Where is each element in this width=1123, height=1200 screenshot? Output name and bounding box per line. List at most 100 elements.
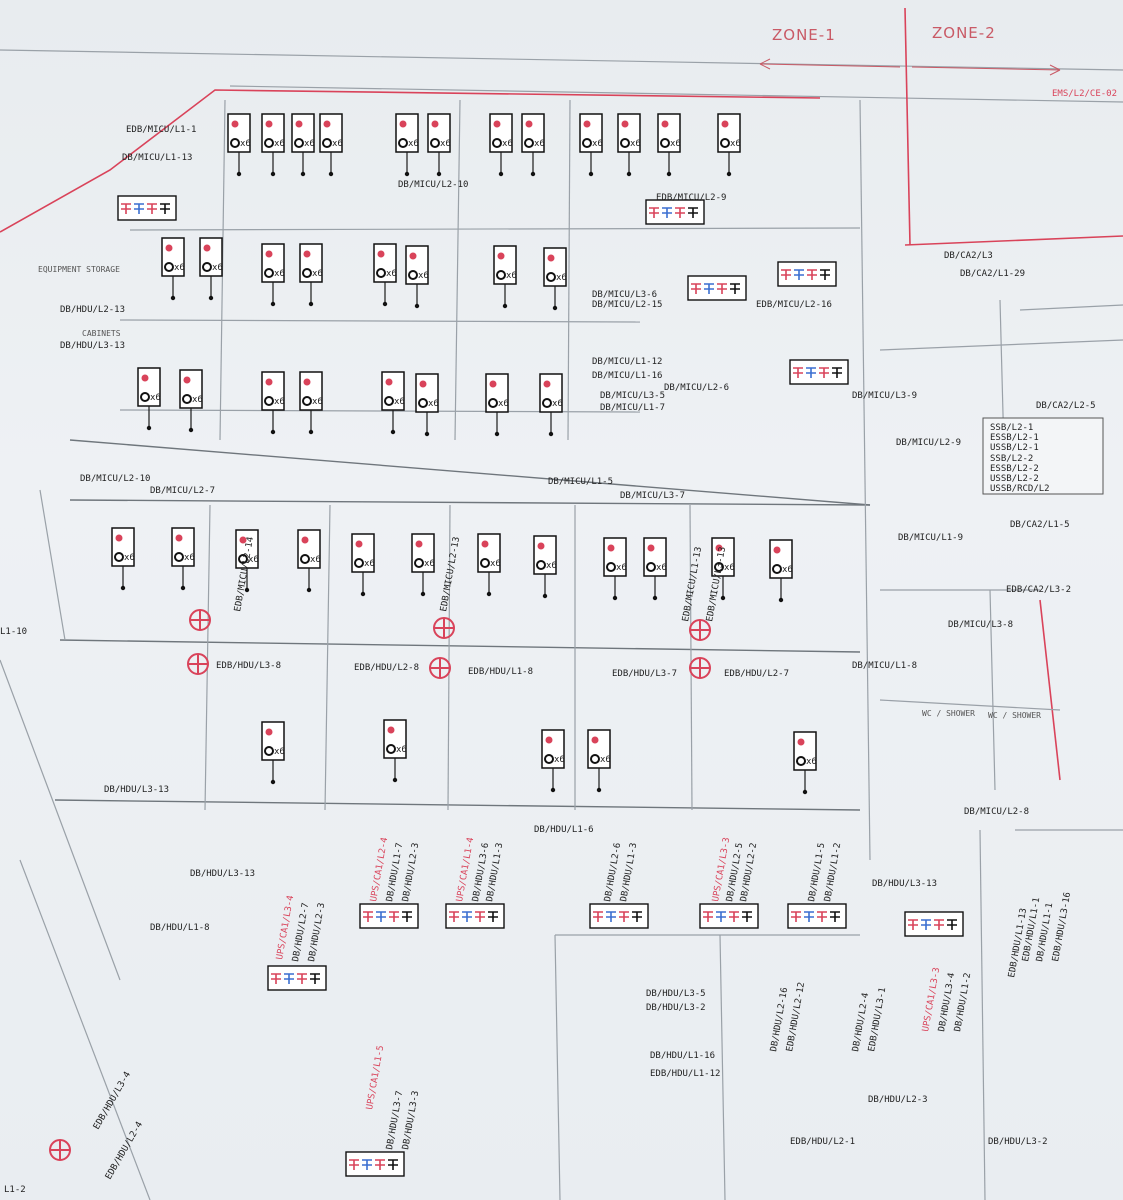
outlet-box-13: x6 xyxy=(199,237,223,301)
outlet-box-22: x6 xyxy=(261,371,285,435)
socket-icon xyxy=(322,138,332,148)
panel-line-5: ESSB/L2-2 xyxy=(990,464,1039,474)
power-outlet-icon xyxy=(583,120,591,128)
multiplier-label: x6 xyxy=(364,559,375,569)
device-symbol-icon xyxy=(375,1159,385,1170)
panel-line-1: SSB/L2-1 xyxy=(990,423,1033,433)
device-symbol-icon xyxy=(794,269,804,280)
socket-icon xyxy=(174,552,184,562)
device-symbol-icon xyxy=(593,911,603,922)
outlet-box-8: x6 xyxy=(579,113,603,177)
panel-line-4: SSB/L2-2 xyxy=(990,454,1033,464)
multiplier-label: x6 xyxy=(124,553,135,563)
multiplier-label: x6 xyxy=(312,397,323,407)
outlet-box-17: x6 xyxy=(405,245,429,309)
device-symbol-icon xyxy=(830,911,840,922)
socket-icon xyxy=(140,392,150,402)
label-db-hdu-l1-8: DB/HDU/L1-8 xyxy=(150,923,210,933)
device-symbol-icon xyxy=(730,283,740,294)
device-symbol-icon xyxy=(793,367,803,378)
socket-icon xyxy=(182,394,192,404)
outlet-box-26: x6 xyxy=(485,373,509,437)
power-outlet-icon xyxy=(239,536,247,544)
outlet-box-23: x6 xyxy=(299,371,323,435)
multiplier-label: x6 xyxy=(192,395,203,405)
outlet-box-41: x6 xyxy=(383,719,407,783)
label-db-ca2-l1-29: DB/CA2/L1-29 xyxy=(960,269,1025,279)
multiplier-label: x6 xyxy=(502,139,513,149)
multiplier-label: x6 xyxy=(806,757,817,767)
device-symbol-icon xyxy=(804,911,814,922)
ceiling-device-cluster-0 xyxy=(359,903,419,929)
multiplier-label: x6 xyxy=(498,399,509,409)
label-edb-hdu-l2-8: EDB/HDU/L2-8 xyxy=(354,663,419,673)
multiplier-label: x6 xyxy=(616,563,627,573)
device-symbol-icon xyxy=(402,911,412,922)
multiplier-label: x6 xyxy=(304,139,315,149)
socket-icon xyxy=(720,138,730,148)
device-symbol-icon xyxy=(462,911,472,922)
vlabel-db-hdu-l1-3b: DB/HDU/L1-3 xyxy=(619,842,639,902)
device-symbol-icon xyxy=(475,911,485,922)
socket-icon xyxy=(354,558,364,568)
multiplier-label: x6 xyxy=(274,397,285,407)
vlabel-edb-hdu-l3-16: EDB/HDU/L3-16 xyxy=(1051,891,1073,962)
device-symbol-icon xyxy=(832,367,842,378)
label-db-micu-l2-6: DB/MICU/L2-6 xyxy=(664,383,729,393)
device-symbol-icon xyxy=(742,911,752,922)
outlet-box-0: x6 xyxy=(227,113,251,177)
multiplier-label: x6 xyxy=(730,139,741,149)
outlet-box-11: x6 xyxy=(717,113,741,177)
multiplier-label: x6 xyxy=(656,563,667,573)
device-symbol-icon xyxy=(791,911,801,922)
socket-icon xyxy=(430,138,440,148)
label-db-hdu-l3-2b: DB/HDU/L3-2 xyxy=(988,1137,1048,1147)
room-equipment-storage: EQUIPMENT STORAGE xyxy=(38,265,120,274)
outlet-box-18: x6 xyxy=(493,245,517,309)
device-symbol-icon xyxy=(947,919,957,930)
power-outlet-icon xyxy=(355,540,363,548)
label-db-micu-l3-8: DB/MICU/L3-8 xyxy=(948,620,1013,630)
label-edb-micu-l2-16: EDB/MICU/L2-16 xyxy=(756,300,832,310)
device-symbol-icon xyxy=(310,973,320,984)
outlet-box-42: x6 xyxy=(541,729,565,793)
power-outlet-icon xyxy=(797,738,805,746)
label-db-micu-l1-12: DB/MICU/L1-12 xyxy=(592,357,662,367)
power-outlet-icon xyxy=(489,380,497,388)
outlet-box-34: x6 xyxy=(477,533,501,597)
socket-icon xyxy=(620,138,630,148)
label-db-micu-l1-7: DB/MICU/L1-7 xyxy=(600,403,665,413)
label-db-hdu-l3-5: DB/HDU/L3-5 xyxy=(646,989,706,999)
label-edb-ca2-l3-2: EDB/CA2/L3-2 xyxy=(1006,585,1071,595)
power-outlet-icon xyxy=(409,252,417,260)
outlet-box-29: x6 xyxy=(171,527,195,591)
ems-label: EMS/L2/CE-02 xyxy=(1052,89,1117,99)
device-symbol-icon xyxy=(271,973,281,984)
socket-icon xyxy=(414,558,424,568)
vlabel-db-hdu-l2-3b: DB/HDU/L2-3 xyxy=(307,902,327,962)
multiplier-label: x6 xyxy=(506,271,517,281)
label-db-hdu-l2-13: DB/HDU/L2-13 xyxy=(60,305,125,315)
device-symbol-icon xyxy=(349,1159,359,1170)
label-db-hdu-l3-13b: DB/HDU/L3-13 xyxy=(104,785,169,795)
device-symbol-icon xyxy=(488,911,498,922)
zone-2-label: ZONE-2 xyxy=(932,24,996,42)
panel-line-3: USSB/L2-1 xyxy=(990,443,1039,453)
label-db-micu-l2-10: DB/MICU/L2-10 xyxy=(398,180,468,190)
label-db-hdu-l1-16: DB/HDU/L1-16 xyxy=(650,1051,715,1061)
power-outlet-icon xyxy=(543,380,551,388)
panel-schedule: SSB/L2-1 ESSB/L2-1 USSB/L2-1 SSB/L2-2 ES… xyxy=(982,417,1104,495)
multiplier-label: x6 xyxy=(184,553,195,563)
ceiling-device-cluster-9 xyxy=(789,359,849,385)
outlet-box-43: x6 xyxy=(587,729,611,793)
outlet-box-31: x6 xyxy=(297,529,321,593)
device-symbol-icon xyxy=(820,269,830,280)
power-outlet-icon xyxy=(647,544,655,552)
multiplier-label: x6 xyxy=(424,559,435,569)
outlet-box-10: x6 xyxy=(657,113,681,177)
label-edb-hdu-l1-12: EDB/HDU/L1-12 xyxy=(650,1069,720,1079)
label-db-micu-l2-9: DB/MICU/L2-9 xyxy=(896,438,961,448)
power-outlet-icon xyxy=(141,374,149,382)
